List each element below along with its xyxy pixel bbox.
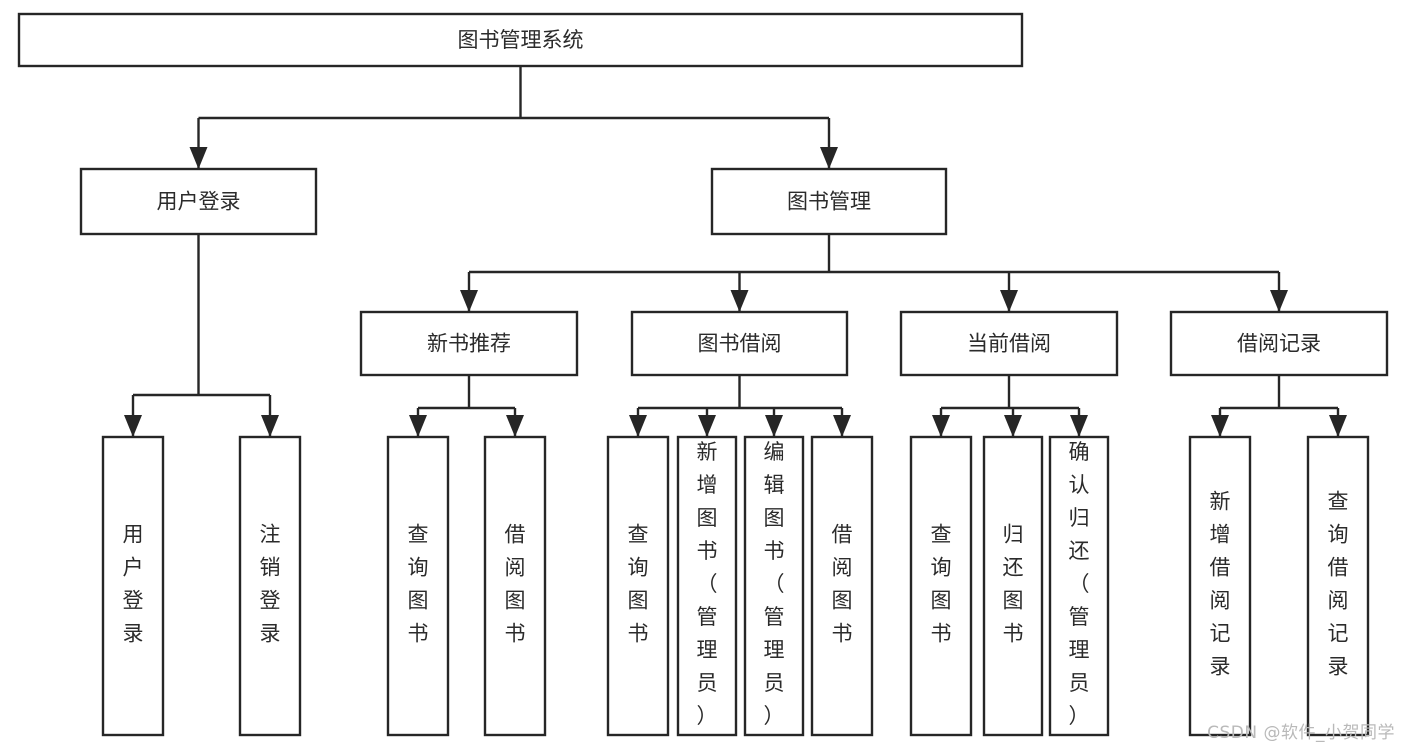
mgmt-to-level3-arrow-2 [1000, 290, 1018, 312]
node-leaf-3-rect [483, 435, 547, 737]
node-level3-2-label: 当前借阅 [967, 332, 1051, 356]
node-leaf-5[interactable]: 新增图书（管理员） [676, 435, 738, 737]
connectors-layer [124, 66, 1347, 437]
node-level2-1-label: 图书管理 [787, 190, 871, 214]
node-leaf-7[interactable]: 借阅图书 [810, 435, 874, 737]
node-leaf-11[interactable]: 新增借阅记录 [1188, 435, 1252, 737]
node-leaf-12-rect [1306, 435, 1370, 737]
node-level3-1[interactable]: 图书借阅 [630, 310, 849, 377]
node-leaf-11-label: 新增借阅记录 [1210, 490, 1231, 679]
leafbus-3-arrow-0 [932, 415, 950, 437]
leafbus-1-arrow-0 [409, 415, 427, 437]
root-to-level2-arrow-1 [820, 147, 838, 169]
csdn-watermark: CSDN @软件_小贺同学 [1207, 723, 1395, 743]
node-leaf-0-label: 用户登录 [123, 523, 144, 646]
mgmt-to-level3-arrow-1 [730, 290, 749, 312]
node-level3-3[interactable]: 借阅记录 [1169, 310, 1389, 377]
node-level2-1[interactable]: 图书管理 [710, 167, 948, 236]
node-leaf-4[interactable]: 查询图书 [606, 435, 670, 737]
node-level3-2-rect [899, 310, 1119, 377]
node-leaf-9-label: 归还图书 [1003, 523, 1024, 646]
node-leaf-12[interactable]: 查询借阅记录 [1306, 435, 1370, 737]
node-leaf-4-rect [606, 435, 670, 737]
node-leaf-1-label: 注销登录 [260, 523, 281, 646]
leafbus-0-arrow-0 [124, 415, 142, 437]
node-level2-0[interactable]: 用户登录 [79, 167, 318, 236]
leafbus-2-arrow-1 [698, 415, 716, 437]
node-leaf-2-rect [386, 435, 450, 737]
node-leaf-11-rect [1188, 435, 1252, 737]
node-leaf-2[interactable]: 查询图书 [386, 435, 450, 737]
node-leaf-9-rect [982, 435, 1044, 737]
node-leaf-6[interactable]: 编辑图书（管理员） [743, 435, 805, 737]
node-leaf-1-rect [238, 435, 302, 737]
node-leaf-3-label: 借阅图书 [505, 523, 526, 646]
node-level3-3-rect [1169, 310, 1389, 377]
root-to-level2-arrow-0 [189, 147, 208, 169]
node-level3-2[interactable]: 当前借阅 [899, 310, 1119, 377]
node-root-system-label: 图书管理系统 [458, 28, 584, 52]
node-root-system[interactable]: 图书管理系统 [17, 12, 1024, 68]
node-leaf-8-label: 查询图书 [931, 523, 952, 646]
node-leaf-10[interactable]: 确认归还（管理员） [1048, 435, 1110, 737]
node-level2-0-label: 用户登录 [157, 190, 241, 214]
leafbus-4-arrow-0 [1211, 415, 1229, 437]
mgmt-to-level3-arrow-0 [460, 290, 478, 312]
leafbus-1-arrow-1 [506, 415, 524, 437]
nodes-layer: 图书管理系统用户登录图书管理新书推荐图书借阅当前借阅借阅记录用户登录注销登录查询… [17, 12, 1389, 737]
leafbus-2-arrow-0 [629, 415, 647, 437]
node-leaf-0[interactable]: 用户登录 [101, 435, 165, 737]
node-leaf-12-label: 查询借阅记录 [1328, 490, 1349, 679]
node-level2-0-rect [79, 167, 318, 236]
node-level3-1-rect [630, 310, 849, 377]
node-leaf-8[interactable]: 查询图书 [909, 435, 973, 737]
leafbus-2-arrow-2 [765, 415, 783, 437]
mgmt-to-level3-arrow-3 [1270, 290, 1288, 312]
leafbus-0-arrow-1 [261, 415, 279, 437]
node-leaf-3[interactable]: 借阅图书 [483, 435, 547, 737]
node-leaf-5-label: 新增图书（管理员） [697, 440, 718, 728]
node-level3-3-label: 借阅记录 [1237, 332, 1321, 356]
node-leaf-2-label: 查询图书 [408, 523, 429, 646]
node-root-system-rect [17, 12, 1024, 68]
node-leaf-7-label: 借阅图书 [832, 523, 853, 646]
leafbus-4-arrow-1 [1329, 415, 1347, 437]
node-level3-1-label: 图书借阅 [698, 332, 782, 356]
node-leaf-9[interactable]: 归还图书 [982, 435, 1044, 737]
node-leaf-6-label: 编辑图书（管理员） [764, 440, 785, 728]
leafbus-2-arrow-3 [833, 415, 851, 437]
node-level2-1-rect [710, 167, 948, 236]
node-leaf-7-rect [810, 435, 874, 737]
leafbus-3-arrow-2 [1070, 415, 1088, 437]
node-level3-0-rect [359, 310, 579, 377]
node-leaf-4-label: 查询图书 [628, 523, 649, 646]
node-leaf-8-rect [909, 435, 973, 737]
node-level3-0-label: 新书推荐 [427, 332, 511, 356]
node-leaf-6-rect [743, 435, 805, 737]
node-leaf-10-label: 确认归还（管理员） [1069, 440, 1090, 728]
node-leaf-0-rect [101, 435, 165, 737]
node-leaf-5-rect [676, 435, 738, 737]
node-leaf-10-rect [1048, 435, 1110, 737]
node-level3-0[interactable]: 新书推荐 [359, 310, 579, 377]
leafbus-3-arrow-1 [1004, 415, 1022, 437]
node-leaf-1[interactable]: 注销登录 [238, 435, 302, 737]
